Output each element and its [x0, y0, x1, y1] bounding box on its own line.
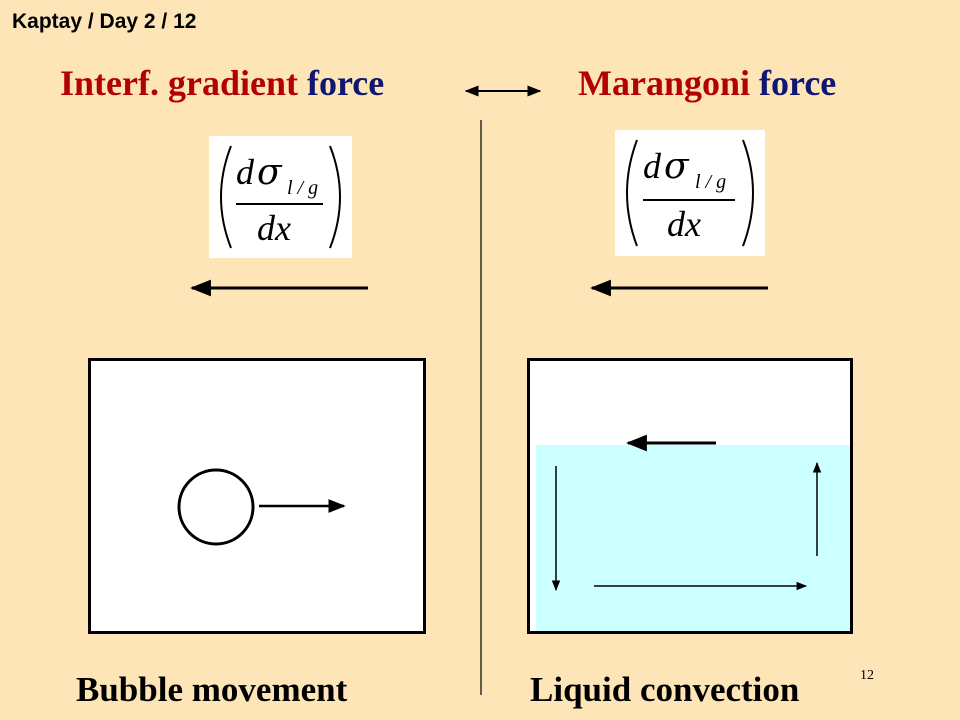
- caption-bubble-movement: Bubble movement: [76, 670, 348, 709]
- slide-header: Kaptay / Day 2 / 12: [12, 10, 197, 33]
- formula-right: d σ l / g dx: [615, 130, 765, 256]
- formula-right-subscript: l / g: [695, 171, 726, 193]
- title-right-part2: force: [759, 63, 837, 103]
- bubble-circle: [177, 468, 255, 546]
- liquid-container: [527, 358, 853, 634]
- liquid-fill: [536, 445, 850, 631]
- formula-left-d: d: [236, 152, 255, 192]
- title-right-part1: Marangoni: [578, 63, 760, 103]
- caption-liquid-convection: Liquid convection: [530, 670, 800, 709]
- formula-right-sigma: σ: [664, 146, 690, 187]
- formula-left-denominator: dx: [257, 208, 291, 248]
- formula-right-denominator: dx: [667, 204, 701, 244]
- formula-left-subscript: l / g: [287, 177, 318, 199]
- formula-left-svg: d σ l / g dx: [220, 145, 341, 249]
- bubble-container: [88, 358, 426, 634]
- title-left-part2: force: [306, 63, 385, 103]
- formula-right-svg: d σ l / g dx: [626, 139, 754, 247]
- formula-left: d σ l / g dx: [209, 136, 352, 258]
- title-left-part1: Interf. gradient: [60, 63, 307, 103]
- title-marangoni-force: Marangoni force: [578, 62, 836, 104]
- formula-right-d: d: [643, 146, 662, 186]
- title-interf-gradient-force: Interf. gradient force: [60, 62, 384, 104]
- slide-number: 12: [860, 668, 874, 683]
- formula-left-sigma: σ: [257, 152, 283, 193]
